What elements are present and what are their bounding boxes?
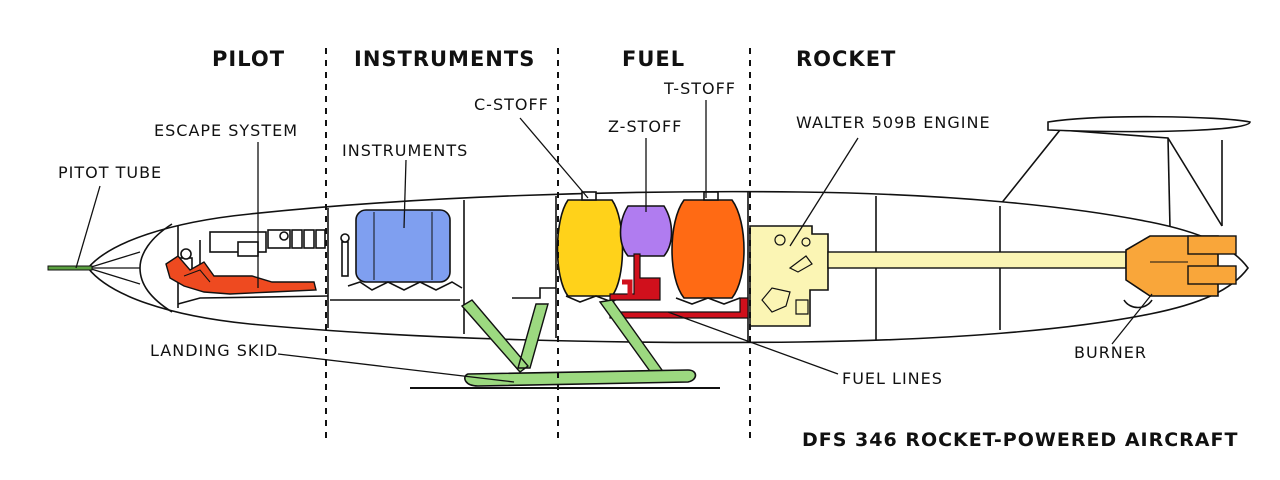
diagram-title: DFS 346 ROCKET-POWERED AIRCRAFT: [802, 429, 1238, 451]
pitot-tube: [47, 265, 93, 271]
section-label-rocket: ROCKET: [796, 47, 896, 71]
escape-system: [165, 255, 317, 295]
label-t-stoff: T-STOFF: [663, 79, 736, 98]
horizontal-stabilizer: [1047, 115, 1251, 133]
label-walter-engine: WALTER 509B ENGINE: [796, 113, 991, 132]
label-pitot-tube: PITOT TUBE: [58, 163, 162, 182]
section-label-fuel: FUEL: [622, 47, 685, 71]
rudder-line: [1167, 137, 1171, 229]
label-burner: BURNER: [1074, 343, 1147, 362]
fuel-lines: [609, 253, 749, 319]
label-fuel-lines: FUEL LINES: [842, 369, 943, 388]
z-stoff-tank: [619, 205, 673, 257]
section-label-instruments: INSTRUMENTS: [354, 47, 535, 71]
instruments-box: [355, 209, 451, 283]
label-c-stoff: C-STOFF: [474, 95, 549, 114]
c-stoff-tank: [556, 199, 624, 297]
thrust-pipe: [827, 251, 1127, 269]
label-escape-system: ESCAPE SYSTEM: [154, 121, 298, 140]
label-z-stoff: Z-STOFF: [608, 117, 682, 136]
label-instruments: INSTRUMENTS: [342, 141, 468, 160]
t-stoff-tank: [671, 199, 745, 299]
tail-fin: [999, 129, 1223, 227]
label-landing-skid: LANDING SKID: [150, 341, 278, 360]
section-label-pilot: PILOT: [212, 47, 285, 71]
